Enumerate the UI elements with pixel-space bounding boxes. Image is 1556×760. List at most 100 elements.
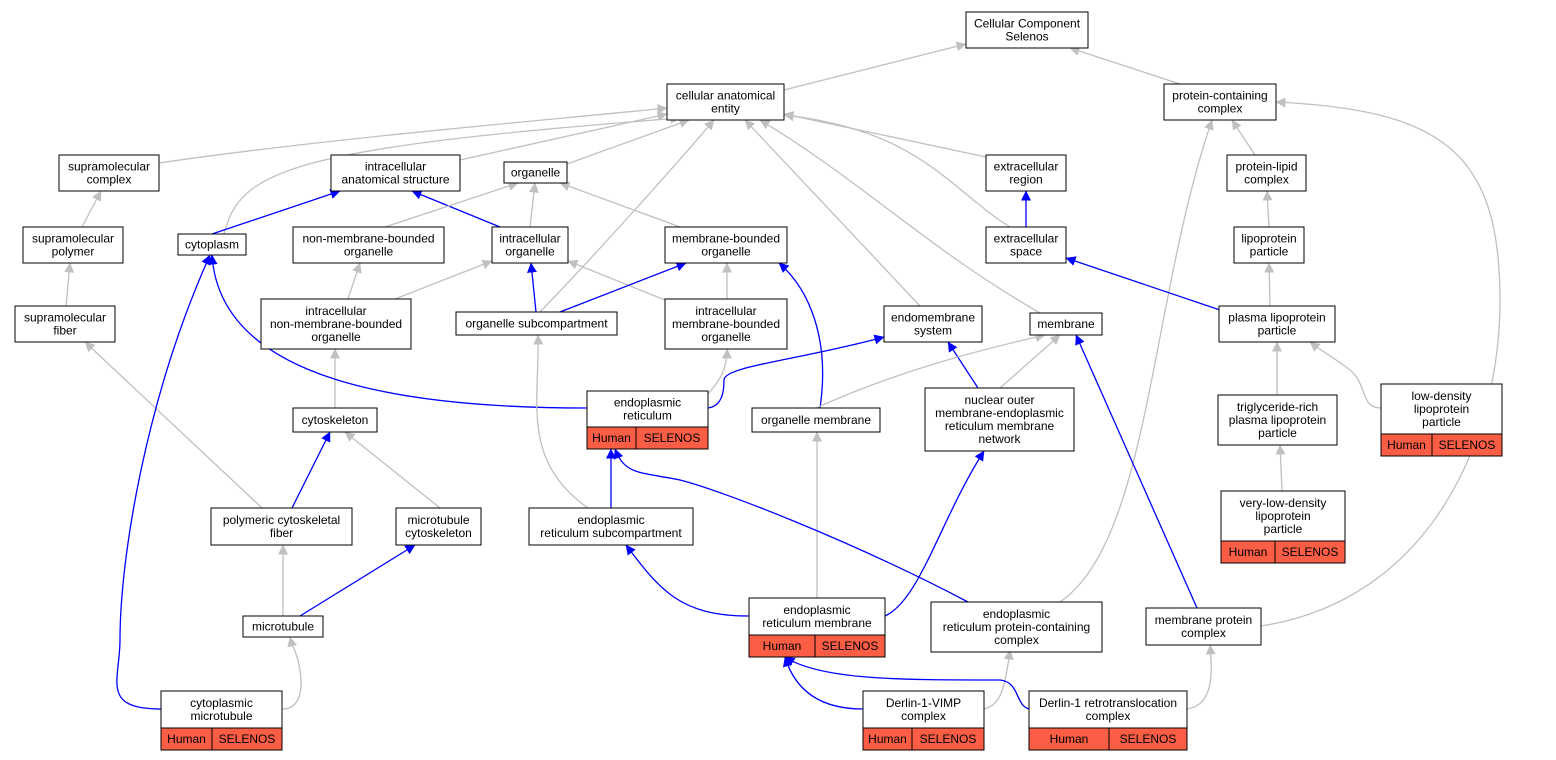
node-label-line: very-low-density: [1240, 496, 1327, 510]
edge-osub-to-mbo: [559, 261, 687, 313]
node-box: [160, 690, 283, 729]
tag-species-label: Human: [1387, 438, 1426, 452]
node-vldl[interactable]: very-low-densitylipoproteinparticleHuman…: [1220, 490, 1346, 564]
node-label-line: complex: [87, 173, 132, 187]
node-box: [292, 407, 378, 433]
node-cytoskel[interactable]: cytoskeleton: [292, 407, 378, 433]
node-label-line: endoplasmic: [783, 603, 850, 617]
node-label-line: space: [1010, 245, 1042, 259]
node-label-line: system: [914, 324, 952, 338]
edge-er-to-endosys: [707, 334, 885, 409]
node-box: [930, 601, 1103, 653]
node-box: [528, 507, 694, 546]
edges-layer: [64, 41, 1501, 710]
node-box: [1163, 83, 1277, 121]
edge-orgmem-to-membrane: [815, 332, 1046, 409]
edge-membrane-to-cae: [759, 119, 1041, 314]
tag-species-label: Human: [592, 431, 631, 445]
edge-io-to-ias: [411, 189, 501, 228]
node-label-line: intracellular: [305, 304, 366, 318]
edge-nom-to-membrane: [999, 334, 1061, 389]
node-label-line: reticulum membrane: [762, 616, 872, 630]
node-label-line: reticulum: [623, 409, 672, 423]
edge-dvimp-to-erm: [782, 656, 864, 710]
node-mt[interactable]: microtubule: [242, 615, 324, 638]
tag-gene-cell: [814, 634, 886, 658]
node-label-line: membrane: [1037, 317, 1095, 331]
edge-io-to-organelle: [528, 182, 539, 228]
node-box: [1226, 154, 1307, 192]
node-label-line: organelle: [344, 245, 394, 259]
edge-organelle-to-cae: [566, 118, 690, 165]
node-label-line: endoplasmic: [577, 513, 644, 527]
node-cytoplasm[interactable]: cytoplasm: [177, 233, 247, 256]
node-label-line: Cellular Component: [974, 17, 1081, 31]
edge-endosys-to-cae: [744, 119, 921, 307]
edge-supfiber-to-suppoly: [64, 262, 75, 307]
edge-imbo-to-io: [567, 259, 666, 301]
node-orgmem[interactable]: organelle membrane: [751, 407, 881, 433]
tag-gene-label: SELENOS: [822, 639, 879, 653]
tag-gene-label: SELENOS: [1439, 438, 1496, 452]
node-label-line: endoplasmic: [983, 607, 1050, 621]
tag-gene-cell: [635, 426, 709, 450]
node-osub[interactable]: organelle subcompartment: [455, 311, 618, 336]
node-box: [924, 387, 1075, 452]
node-label-line: lipoprotein: [1241, 232, 1296, 246]
tag-gene-cell: [911, 727, 985, 751]
edge-erm-to-nom: [884, 450, 985, 617]
node-label-line: membrane protein: [1155, 613, 1252, 627]
node-label-line: network: [978, 432, 1021, 446]
node-label-line: organelle: [511, 166, 561, 180]
node-box: [491, 226, 569, 264]
edge-pcf-to-cytoskel: [291, 431, 331, 509]
edge-osub-to-io: [526, 262, 537, 313]
node-box: [260, 298, 412, 350]
node-label-line: reticulum subcompartment: [540, 526, 682, 540]
node-label-line: polymeric cytoskeletal: [223, 513, 340, 527]
node-box: [210, 507, 353, 546]
node-inmbo[interactable]: intracellularnon-membrane-boundedorganel…: [260, 298, 412, 350]
node-nom[interactable]: nuclear outermembrane-endoplasmicreticul…: [924, 387, 1075, 452]
edge-pcf-to-supfiber: [84, 341, 263, 509]
tag-species-label: Human: [1229, 545, 1268, 559]
node-box: [883, 305, 983, 343]
node-organelle[interactable]: organelle: [503, 161, 568, 184]
edge-cmt-to-mt: [281, 636, 302, 710]
node-label-line: extracellular: [994, 160, 1059, 174]
tag-gene-label: SELENOS: [920, 732, 977, 746]
node-label-line: supramolecular: [68, 160, 150, 174]
node-membrane[interactable]: membrane: [1029, 312, 1103, 336]
edge-cytoplasm-to-ias: [211, 189, 341, 235]
